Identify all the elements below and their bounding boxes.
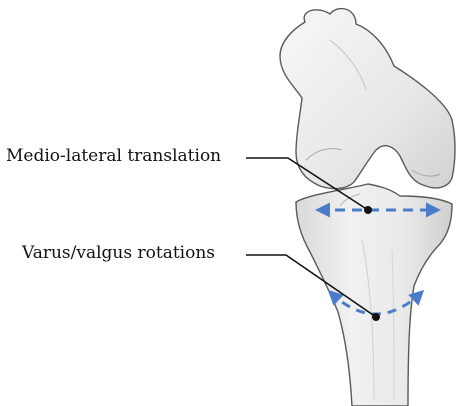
- femur-bone: [279, 7, 456, 190]
- varus-valgus-point: [372, 313, 380, 321]
- tibia-bone: [295, 183, 453, 406]
- varus-valgus-leader: [246, 254, 377, 318]
- medio-lateral-leader: [246, 157, 369, 211]
- varus-valgus-label: Varus/valgus rotations: [22, 243, 216, 263]
- medio-lateral-label: Medio-lateral translation: [6, 146, 222, 166]
- medio-lateral-point: [364, 206, 372, 214]
